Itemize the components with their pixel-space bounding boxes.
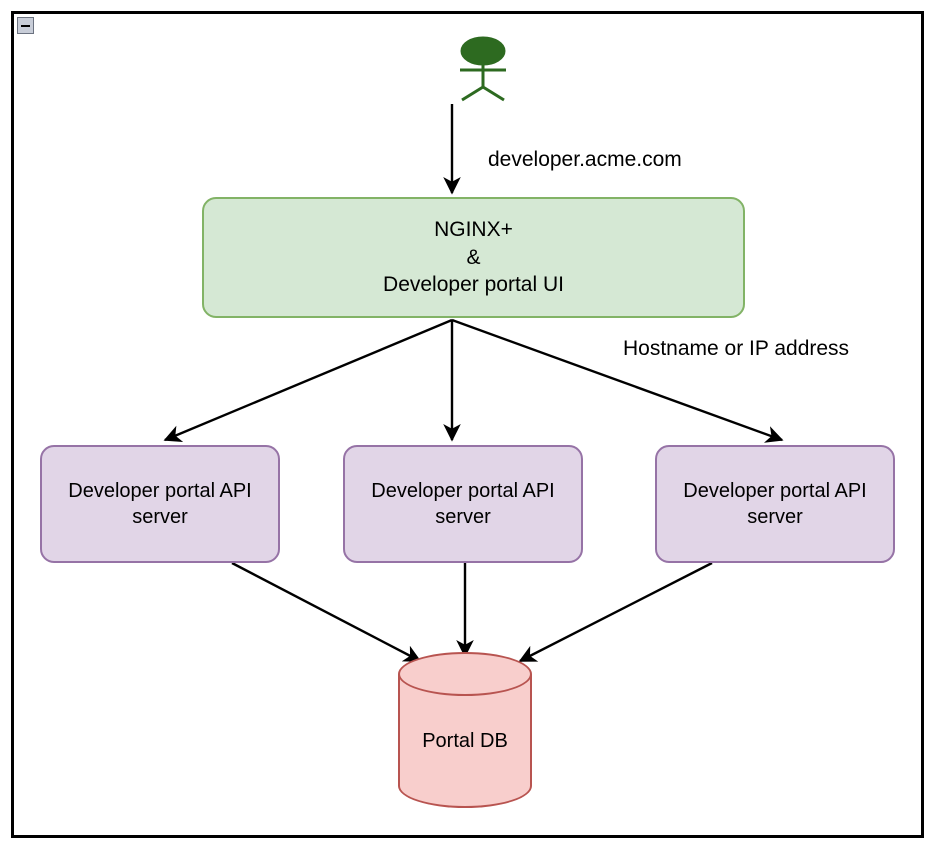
node-nginx-line3: Developer portal UI — [383, 273, 564, 297]
node-api-server-1-line1: Developer portal API — [68, 479, 252, 502]
node-api-server-3-label: Developer portal API server — [683, 478, 866, 531]
node-api-server-2[interactable]: Developer portal API server — [343, 445, 583, 563]
node-api-server-1-line2: server — [132, 506, 188, 528]
node-portal-database[interactable]: Portal DB — [398, 652, 532, 808]
user-actor-icon — [460, 36, 506, 102]
node-api-server-3-line2: server — [747, 506, 803, 528]
database-cylinder-top — [398, 652, 532, 696]
node-api-server-1-label: Developer portal API server — [68, 478, 251, 531]
node-nginx-line1: NGINX+ — [434, 217, 513, 241]
edge-label-domain: developer.acme.com — [488, 148, 682, 171]
node-api-server-1[interactable]: Developer portal API server — [40, 445, 280, 563]
edge-nginx-to-api-3 — [451, 318, 784, 443]
edge-api-3-to-db — [518, 561, 713, 663]
edge-api-1-to-db — [231, 561, 422, 663]
node-api-server-2-line1: Developer portal API — [371, 479, 555, 502]
node-nginx-line2: & — [466, 245, 481, 269]
node-nginx-portal-ui[interactable]: NGINX+ & Developer portal UI — [202, 197, 745, 318]
minus-icon — [21, 24, 30, 27]
database-cylinder-body — [398, 674, 532, 808]
node-portal-database-label: Portal DB — [422, 729, 508, 752]
edge-nginx-to-api-1 — [163, 318, 453, 442]
node-api-server-3[interactable]: Developer portal API server — [655, 445, 895, 563]
collapse-button[interactable] — [17, 17, 34, 34]
node-api-server-2-line2: server — [435, 506, 491, 528]
node-api-server-2-label: Developer portal API server — [371, 478, 554, 531]
edge-label-hostname: Hostname or IP address — [623, 337, 850, 360]
node-api-server-3-line1: Developer portal API — [683, 479, 867, 502]
node-nginx-label: NGINX+ & Developer portal UI — [383, 216, 564, 299]
